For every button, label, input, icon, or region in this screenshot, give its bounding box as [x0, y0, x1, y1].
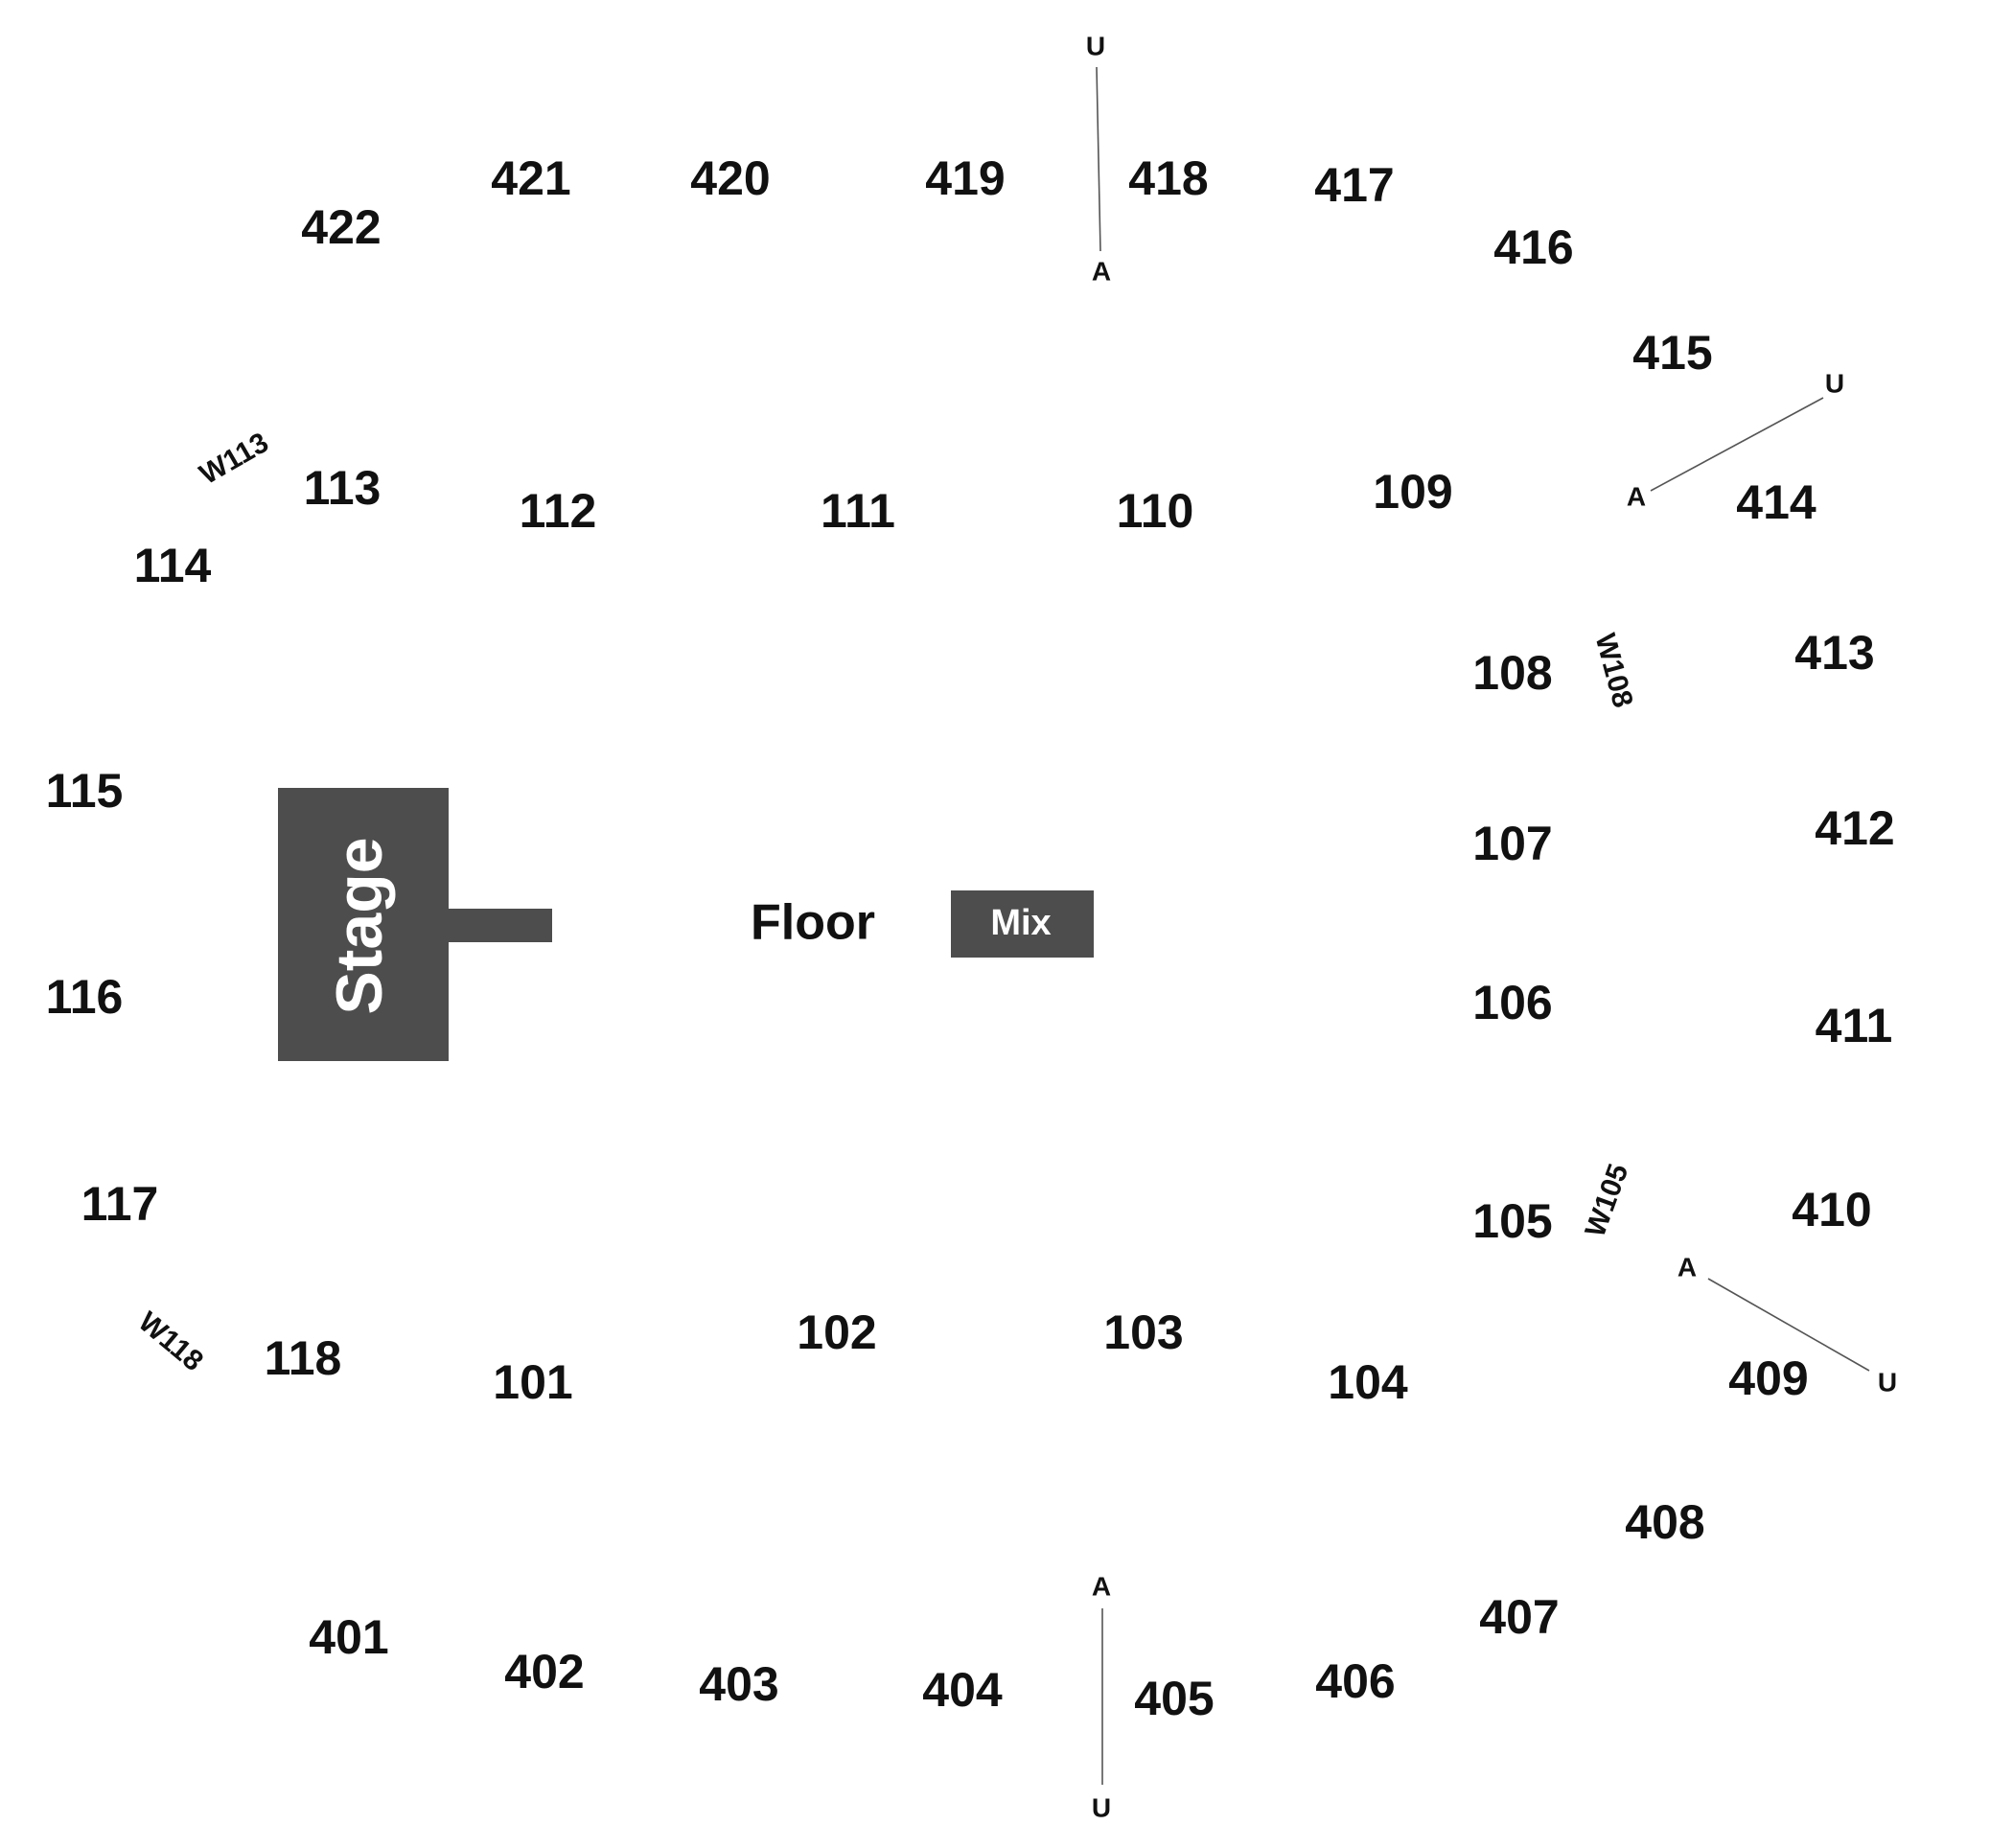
section-107[interactable]: 107: [1472, 817, 1552, 870]
section-420[interactable]: 420: [690, 151, 770, 205]
mix-position[interactable]: Mix: [951, 890, 1094, 958]
stage[interactable]: Stage: [278, 788, 552, 1061]
section-417[interactable]: 417: [1314, 158, 1394, 212]
aisle-markers: U A U A A U A U: [1086, 31, 1897, 1822]
section-411[interactable]: 411: [1816, 999, 1893, 1052]
sections-100-level: 101 102 103 104 105 106 107 108 109 110 …: [46, 461, 1553, 1409]
aisle-upper-right-line: [1650, 397, 1824, 492]
aisle-upper-right-u: U: [1825, 368, 1844, 398]
section-419[interactable]: 419: [925, 151, 1005, 205]
section-103[interactable]: 103: [1103, 1305, 1183, 1359]
section-406[interactable]: 406: [1315, 1654, 1395, 1708]
section-418[interactable]: 418: [1128, 151, 1208, 205]
aisle-bottom-a: A: [1092, 1571, 1111, 1601]
stage-runway[interactable]: [449, 909, 552, 942]
section-404[interactable]: 404: [922, 1663, 1003, 1717]
section-421[interactable]: 421: [491, 151, 570, 205]
section-111[interactable]: 111: [821, 484, 895, 538]
section-402[interactable]: 402: [504, 1645, 584, 1698]
section-117[interactable]: 117: [81, 1177, 159, 1231]
section-409[interactable]: 409: [1728, 1351, 1808, 1405]
section-106[interactable]: 106: [1472, 976, 1552, 1029]
section-113[interactable]: 113: [304, 461, 382, 515]
aisle-lower-right-a: A: [1678, 1252, 1697, 1282]
section-104[interactable]: 104: [1328, 1355, 1408, 1409]
section-116[interactable]: 116: [46, 970, 124, 1024]
section-112[interactable]: 112: [520, 484, 597, 538]
aisle-bottom: A U: [1092, 1571, 1111, 1822]
section-414[interactable]: 414: [1736, 475, 1816, 529]
section-105[interactable]: 105: [1472, 1194, 1552, 1248]
section-401[interactable]: 401: [309, 1610, 388, 1664]
aisle-lower-right-line: [1707, 1278, 1870, 1372]
section-109[interactable]: 109: [1373, 465, 1452, 519]
section-110[interactable]: 110: [1117, 484, 1194, 538]
aisle-top-line: [1096, 66, 1101, 252]
section-412[interactable]: 412: [1815, 801, 1894, 855]
floor-label[interactable]: Floor: [751, 895, 875, 951]
wheelchair-w113[interactable]: W113: [195, 427, 274, 491]
aisle-lower-right: A U: [1678, 1252, 1897, 1397]
wheelchair-w108[interactable]: W108: [1588, 630, 1638, 710]
mix-block[interactable]: [951, 890, 1094, 958]
section-102[interactable]: 102: [797, 1305, 876, 1359]
section-407[interactable]: 407: [1479, 1590, 1559, 1644]
aisle-top-u: U: [1086, 31, 1105, 60]
section-405[interactable]: 405: [1134, 1672, 1214, 1725]
section-115[interactable]: 115: [46, 764, 124, 818]
aisle-lower-right-u: U: [1878, 1367, 1897, 1397]
aisle-top-a: A: [1092, 256, 1111, 286]
aisle-upper-right: U A: [1627, 368, 1844, 511]
section-118[interactable]: 118: [265, 1331, 342, 1385]
stage-block[interactable]: [278, 788, 449, 1061]
sections-400-level: 401 402 403 404 405 406 407 408 409 410 …: [301, 151, 1894, 1725]
section-422[interactable]: 422: [301, 200, 381, 254]
section-108[interactable]: 108: [1472, 646, 1552, 700]
section-403[interactable]: 403: [699, 1657, 778, 1711]
section-408[interactable]: 408: [1625, 1495, 1704, 1549]
aisle-upper-right-a: A: [1627, 481, 1646, 511]
section-114[interactable]: 114: [134, 539, 212, 592]
mix-label: Mix: [990, 903, 1051, 943]
section-101[interactable]: 101: [493, 1355, 572, 1409]
stage-label: Stage: [323, 837, 396, 1014]
section-413[interactable]: 413: [1794, 626, 1874, 680]
aisle-bottom-u: U: [1092, 1792, 1111, 1822]
section-410[interactable]: 410: [1792, 1183, 1871, 1236]
wheelchair-w118[interactable]: W118: [132, 1305, 209, 1377]
section-415[interactable]: 415: [1632, 326, 1712, 380]
aisle-top: U A: [1086, 31, 1111, 286]
wheelchair-w105[interactable]: W105: [1580, 1160, 1635, 1241]
section-416[interactable]: 416: [1493, 220, 1573, 274]
